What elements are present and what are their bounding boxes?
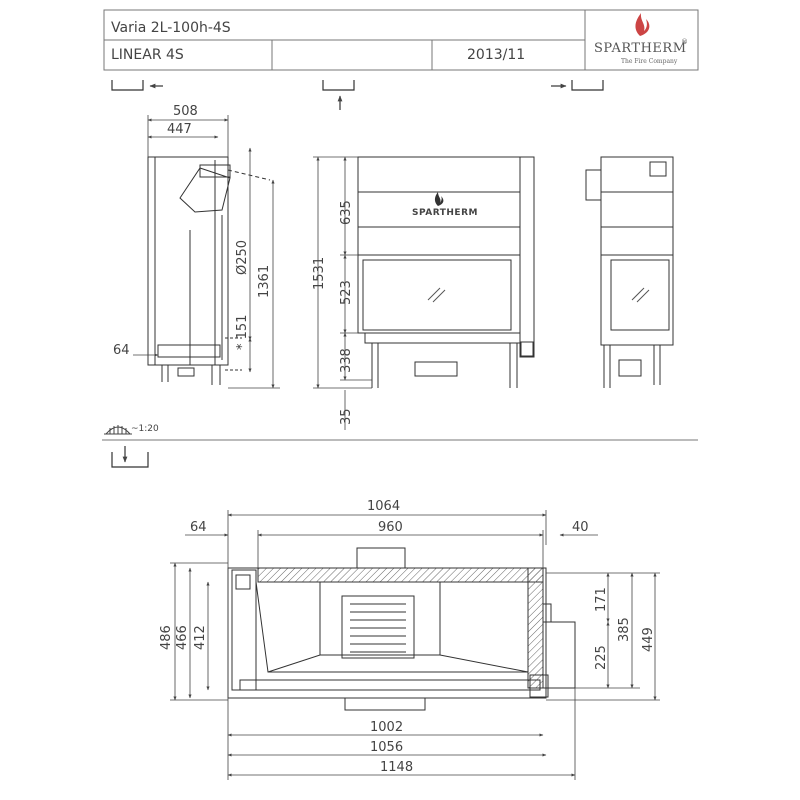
dim-225: 225 (594, 645, 609, 670)
dim-151: * 151 (235, 315, 250, 350)
front-view (357, 156, 535, 388)
dim-1531: 1531 (312, 257, 327, 290)
view-top-icon (111, 446, 149, 468)
brand-tagline: The Fire Company (621, 58, 678, 65)
series-name: LINEAR 4S (111, 47, 184, 63)
front-view-dimensions (313, 156, 372, 430)
dim-412: 412 (193, 625, 208, 650)
dim-1064: 1064 (367, 499, 400, 514)
revision-date: 2013/11 (467, 47, 526, 63)
dim-64-plan: 64 (190, 520, 207, 535)
side-view-dimensions (133, 115, 280, 389)
dim-40: 40 (572, 520, 589, 535)
scale-hand-icon (104, 425, 132, 435)
view-right-icon (551, 80, 604, 91)
view-front-icon (322, 80, 355, 110)
front-logo-text: SPARTHERM (412, 208, 478, 218)
dim-523: 523 (339, 280, 354, 305)
plan-view (227, 547, 576, 711)
brand-reg-mark: ® (681, 38, 688, 46)
dim-1361: 1361 (257, 265, 272, 298)
dim-960: 960 (378, 520, 403, 535)
dim-1148: 1148 (380, 760, 413, 775)
scale-label: ~1:20 (131, 424, 159, 434)
dim-385: 385 (617, 617, 632, 642)
front-logo-flame-icon (434, 192, 444, 206)
title-block-frame (103, 9, 699, 71)
dim-35: 35 (339, 408, 354, 425)
dim-447: 447 (167, 122, 192, 137)
model-name: Varia 2L-100h-4S (111, 20, 231, 36)
dim-486: 486 (159, 625, 174, 650)
dim-338: 338 (339, 348, 354, 373)
brand-name: SPARTHERM (594, 41, 687, 56)
dim-64-side: 64 (113, 343, 130, 358)
right-view (585, 156, 674, 388)
flame-logo-icon (635, 13, 650, 36)
dim-1056: 1056 (370, 740, 403, 755)
glass-reflection-icon (427, 287, 446, 303)
plan-view-dimensions (170, 510, 660, 780)
dim-250: Ø250 (235, 240, 250, 275)
view-left-icon (111, 80, 163, 91)
dim-508: 508 (173, 104, 198, 119)
dim-635: 635 (339, 200, 354, 225)
dim-1002: 1002 (370, 720, 403, 735)
right-glass-reflection-icon (631, 287, 650, 303)
dim-171: 171 (594, 587, 609, 612)
side-view (147, 156, 271, 385)
dim-466: 466 (175, 625, 190, 650)
dim-449: 449 (641, 627, 656, 652)
